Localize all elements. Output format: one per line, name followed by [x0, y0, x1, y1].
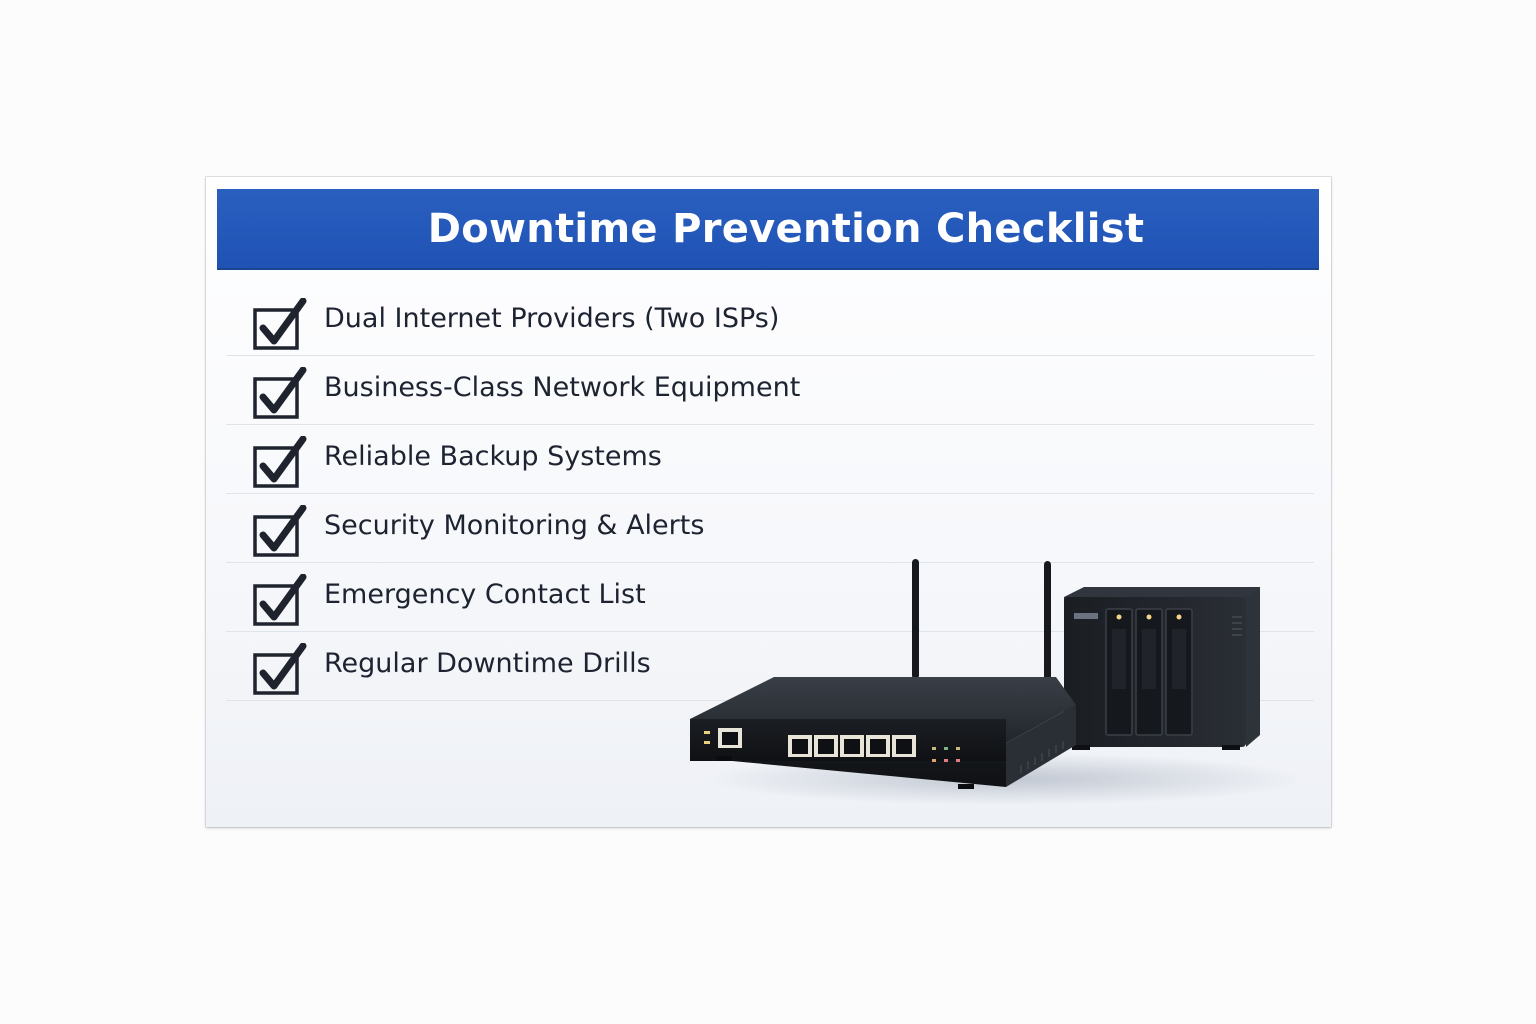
nas-storage-icon: [1064, 587, 1260, 750]
checkbox-checked-icon: [253, 574, 307, 626]
checkbox-checked-icon: [253, 367, 307, 419]
checklist: Dual Internet Providers (Two ISPs) Busin…: [226, 287, 1314, 701]
checklist-item-label: Security Monitoring & Alerts: [324, 510, 705, 541]
checklist-item-label: Emergency Contact List: [324, 579, 646, 610]
checklist-card: Downtime Prevention Checklist Dual Inter…: [206, 177, 1331, 827]
router-icon: [690, 559, 1076, 789]
title-banner: Downtime Prevention Checklist: [217, 189, 1319, 270]
checklist-item-label: Dual Internet Providers (Two ISPs): [324, 303, 780, 334]
checklist-item: Reliable Backup Systems: [226, 425, 1314, 494]
checklist-item: Dual Internet Providers (Two ISPs): [226, 287, 1314, 356]
checklist-item-label: Reliable Backup Systems: [324, 441, 662, 472]
checklist-item: Emergency Contact List: [226, 563, 1314, 632]
checkbox-checked-icon: [253, 643, 307, 695]
checkbox-checked-icon: [253, 505, 307, 557]
page-title: Downtime Prevention Checklist: [427, 205, 1145, 252]
checklist-item-label: Business-Class Network Equipment: [324, 372, 801, 403]
network-hardware-illustration: [690, 559, 1296, 805]
checklist-item-label: Regular Downtime Drills: [324, 648, 651, 679]
checklist-item: Security Monitoring & Alerts: [226, 494, 1314, 563]
checklist-item: Business-Class Network Equipment: [226, 356, 1314, 425]
checkbox-checked-icon: [253, 298, 307, 350]
checkbox-checked-icon: [253, 436, 307, 488]
